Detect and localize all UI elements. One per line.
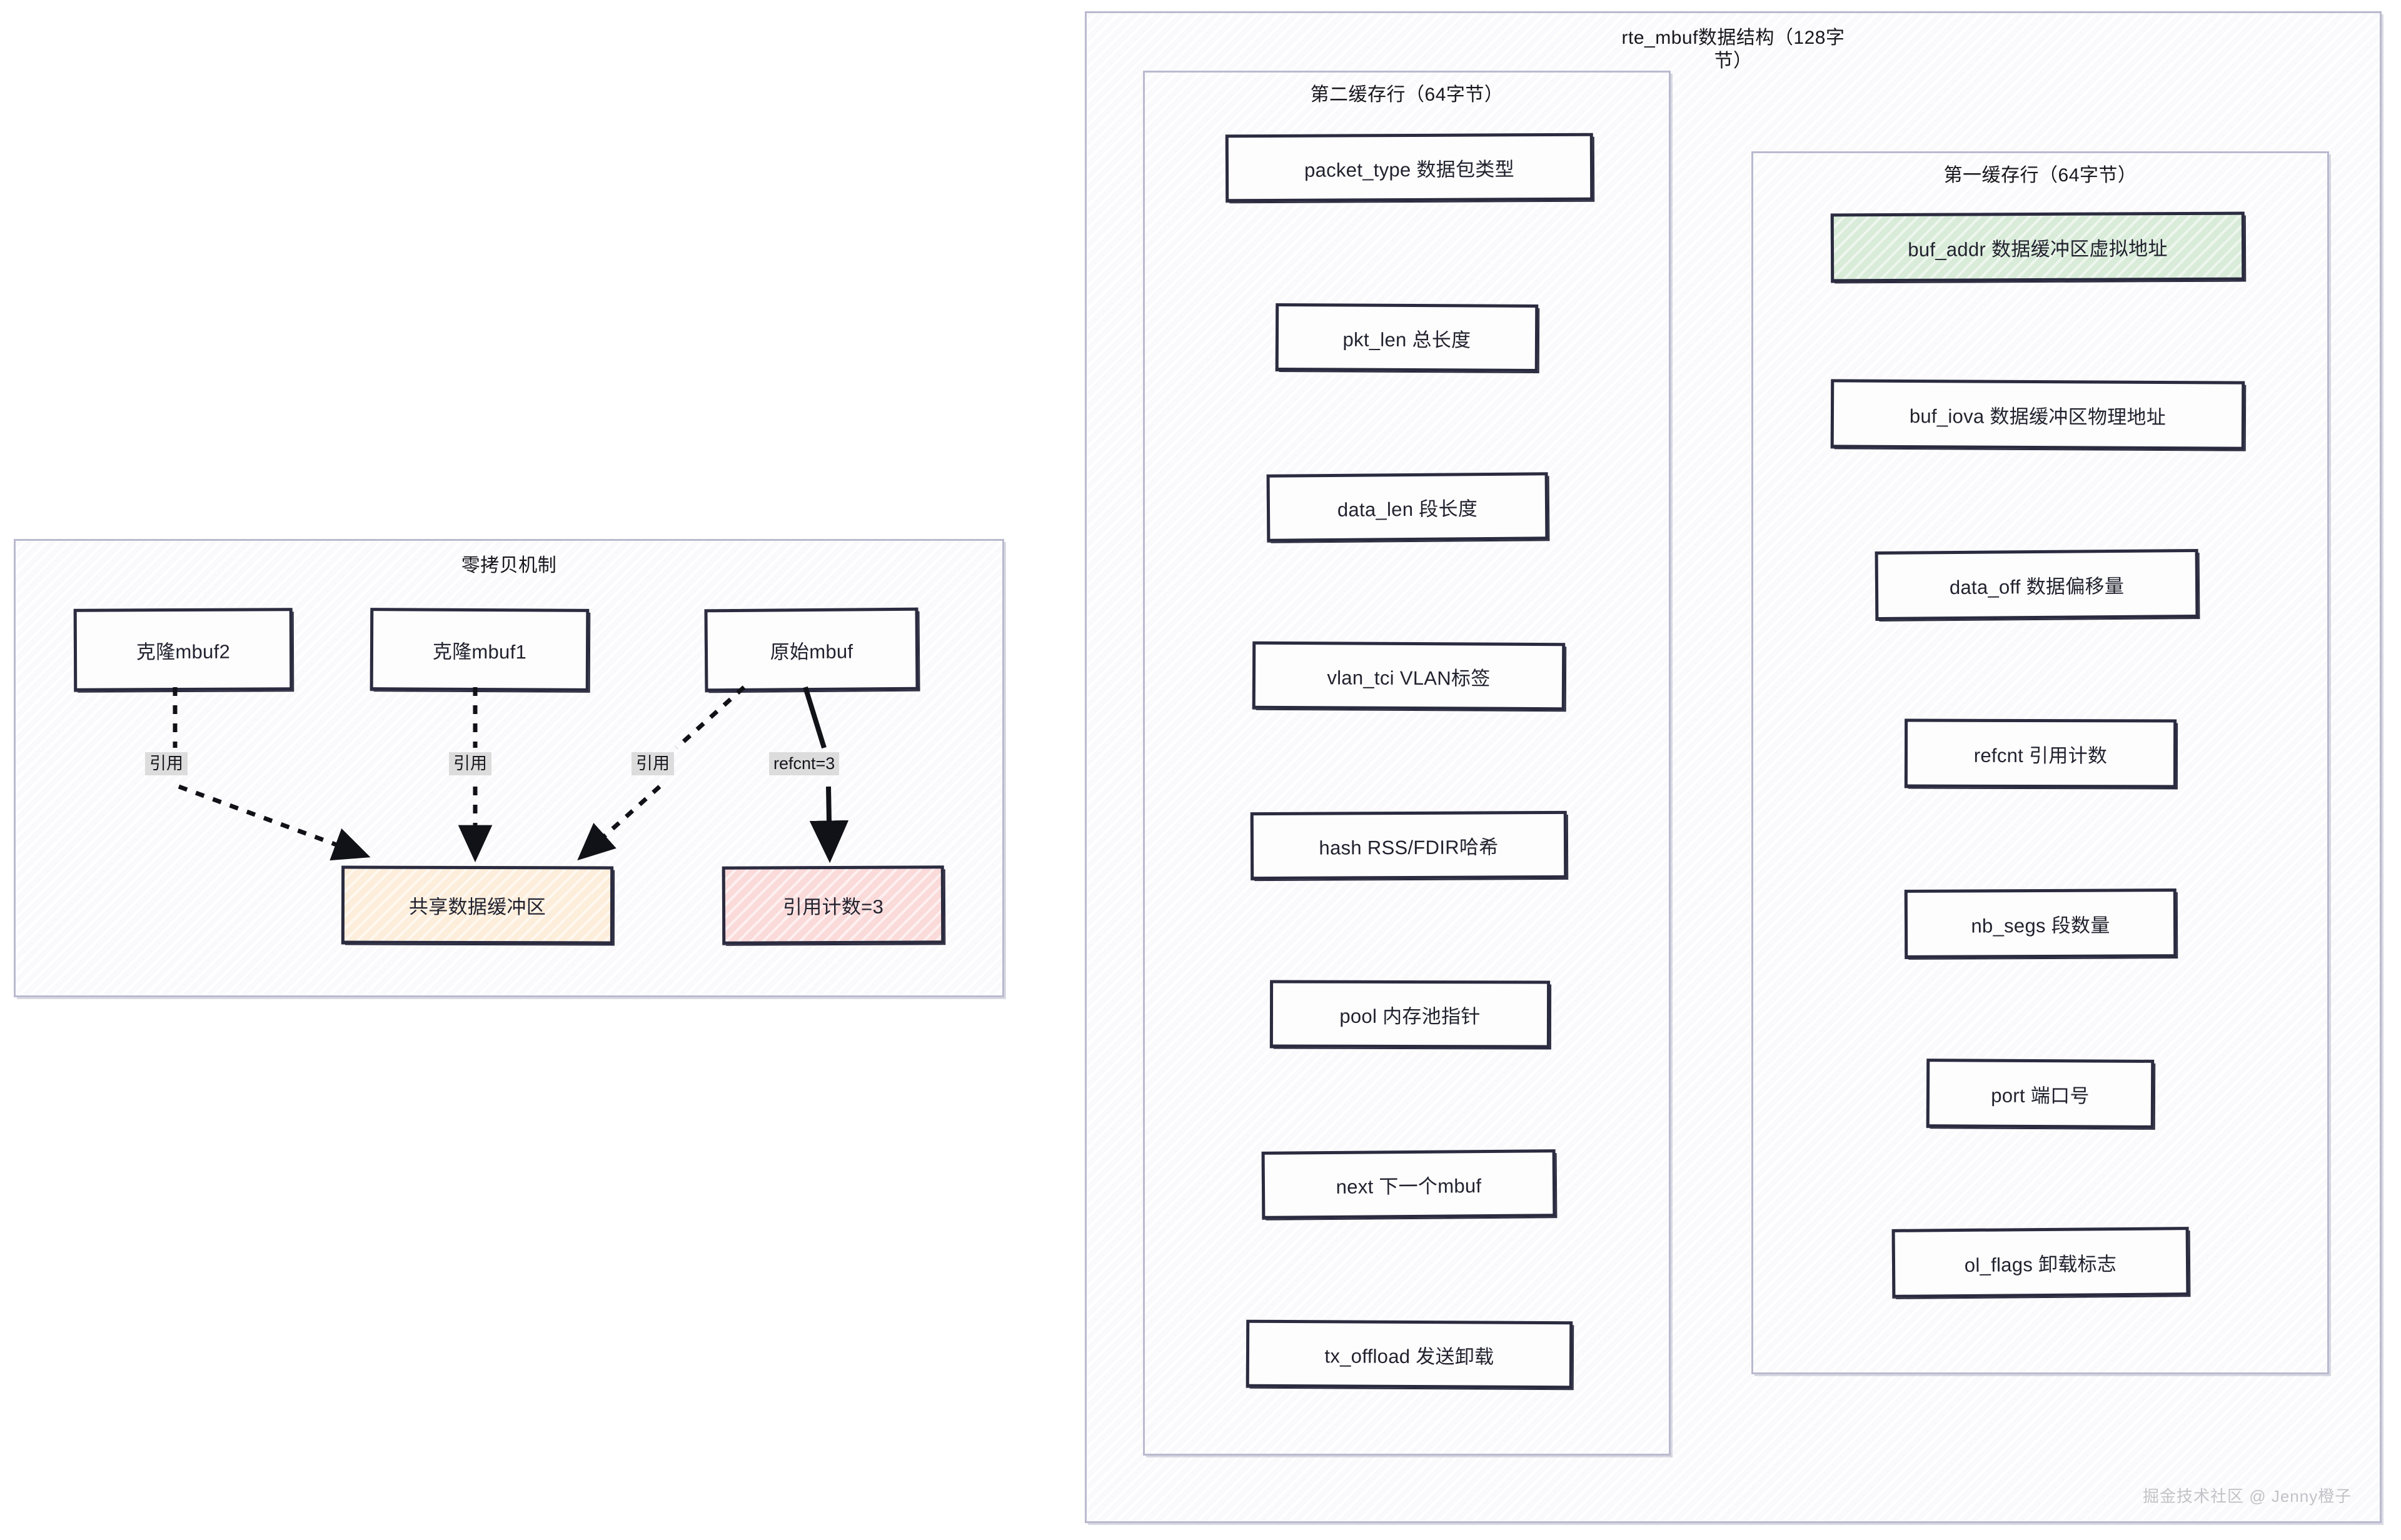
field-label: pool 内存池指针 <box>1339 1005 1481 1027</box>
node-label: 克隆mbuf1 <box>432 640 527 663</box>
node-clone-mbuf2: 克隆mbuf2 <box>73 608 293 692</box>
field-label: ol_flags 卸载标志 <box>1964 1252 2117 1276</box>
watermark: 掘金技术社区 @ Jenny橙子 <box>2143 1487 2352 1506</box>
field-packet-type: packet_type 数据包类型 <box>1225 133 1594 203</box>
field-data-len: data_len 段长度 <box>1266 472 1549 542</box>
zero-copy-title: 零拷贝机制 <box>461 555 557 576</box>
node-label: 原始mbuf <box>770 640 853 663</box>
field-label: refcnt 引用计数 <box>1973 744 2108 767</box>
field-buf-addr: buf_addr 数据缓冲区虚拟地址 <box>1830 211 2245 283</box>
field-label: nb_segs 段数量 <box>1971 914 2110 937</box>
mbuf-title-line-2: 节） <box>1714 50 1753 71</box>
field-pool: pool 内存池指针 <box>1269 980 1551 1049</box>
node-origin-mbuf: 原始mbuf <box>704 607 919 692</box>
field-tx-offload: tx_offload 发送卸载 <box>1246 1319 1573 1389</box>
field-vlan-tci: vlan_tci VLAN标签 <box>1252 641 1566 711</box>
mbuf-structure-title: rte_mbuf数据结构（128字 节） <box>1087 27 2380 73</box>
node-label: 引用计数=3 <box>782 895 884 918</box>
field-data-off: data_off 数据偏移量 <box>1875 548 2199 621</box>
field-label: pkt_len 总长度 <box>1342 328 1471 351</box>
field-label: buf_addr 数据缓冲区虚拟地址 <box>1908 237 2168 261</box>
second-cache-line-title: 第二缓存行（64字节） <box>1310 84 1504 105</box>
field-pkt-len: pkt_len 总长度 <box>1275 303 1539 373</box>
field-label: buf_iova 数据缓冲区物理地址 <box>1909 405 2167 428</box>
field-label: packet_type 数据包类型 <box>1304 158 1515 181</box>
field-buf-iova: buf_iova 数据缓冲区物理地址 <box>1830 379 2245 450</box>
second-cache-line-group: 第二缓存行（64字节） <box>1143 71 1671 1456</box>
field-nb-segs: nb_segs 段数量 <box>1904 888 2177 959</box>
field-refcnt: refcnt 引用计数 <box>1904 718 2177 788</box>
field-ol-flags: ol_flags 卸载标志 <box>1891 1227 2190 1298</box>
field-label: data_off 数据偏移量 <box>1949 575 2125 598</box>
edge-label-reference-2: 引用 <box>449 752 491 776</box>
field-label: next 下一个mbuf <box>1336 1174 1482 1198</box>
first-cache-line-title: 第一缓存行（64字节） <box>1943 165 2137 186</box>
edge-label-reference-3: 引用 <box>632 752 674 776</box>
edge-label-refcnt: refcnt=3 <box>769 752 840 776</box>
node-label: 克隆mbuf2 <box>136 640 231 663</box>
field-port: port 端口号 <box>1926 1059 2155 1129</box>
edge-label-reference-1: 引用 <box>145 752 188 776</box>
field-label: tx_offload 发送卸载 <box>1324 1344 1494 1368</box>
field-next: next 下一个mbuf <box>1261 1149 1556 1219</box>
field-label: vlan_tci VLAN标签 <box>1327 666 1491 690</box>
field-label: data_len 段长度 <box>1337 497 1478 521</box>
mbuf-title-line-1: rte_mbuf数据结构（128字 <box>1621 28 1845 48</box>
node-clone-mbuf1: 克隆mbuf1 <box>370 608 590 692</box>
node-refcount: 引用计数=3 <box>722 865 945 945</box>
field-hash: hash RSS/FDIR哈希 <box>1250 810 1568 880</box>
node-shared-buffer: 共享数据缓冲区 <box>341 865 614 945</box>
field-label: hash RSS/FDIR哈希 <box>1319 835 1499 859</box>
field-label: port 端口号 <box>1991 1084 2090 1107</box>
node-label: 共享数据缓冲区 <box>408 895 546 918</box>
